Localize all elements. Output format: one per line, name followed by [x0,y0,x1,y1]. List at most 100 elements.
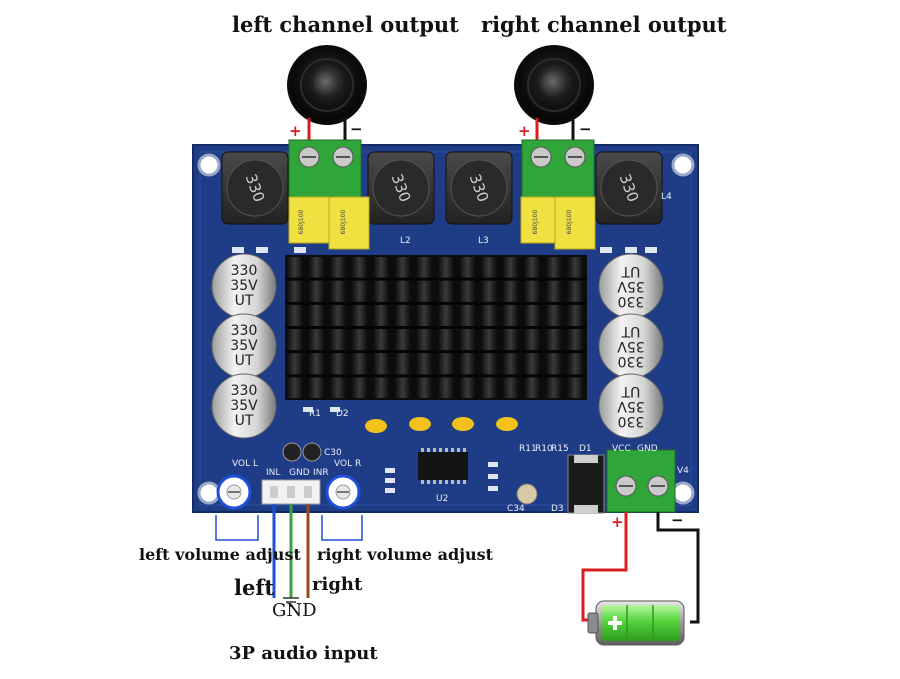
svg-text:680J100: 680J100 [298,209,305,234]
svg-text:330: 330 [231,323,258,339]
mounting-hole [671,481,695,505]
battery-icon [587,600,685,646]
mounting-hole [671,153,695,177]
svg-text:35V: 35V [230,278,258,294]
svg-text:UT: UT [621,383,640,399]
inductor-l2: 330 [367,151,435,225]
svg-text:35V: 35V [230,398,258,414]
right-output-label: right channel output [481,12,727,37]
v4-silkscreen: V4 [677,466,689,476]
svg-text:35V: 35V [617,278,645,294]
vol-l-silkscreen: VOL L [232,459,258,469]
left-output-terminal [288,139,362,201]
inductor-l3: 330 [445,151,513,225]
pcb-board: 330 330 330 330 L2 L3 L4 [192,139,699,514]
film-capacitor: 680J100 [328,196,370,250]
heatsink [285,255,587,400]
svg-text:330: 330 [231,263,258,279]
svg-text:35V: 35V [230,338,258,354]
small-electrolytic [282,442,322,462]
r10-silkscreen: R10 [535,444,553,454]
electrolytic-cap: 330 35V UT [598,313,664,379]
r15-silkscreen: R15 [551,444,569,454]
film-capacitor: 680J100 [288,196,334,244]
left-minus-sign: − [350,120,363,138]
svg-text:35V: 35V [617,398,645,414]
gnd-input-label: GND [272,600,317,621]
power-plus-sign: + [611,513,624,531]
d2-silkscreen: D2 [336,409,349,419]
svg-text:680J100: 680J100 [566,209,573,234]
inductor-l1: 330 [221,151,289,225]
small-cap-c34 [516,483,538,505]
l4-silkscreen: L4 [661,192,672,202]
right-speaker-icon [514,45,594,125]
inl-silkscreen: INL [266,468,280,478]
left-volume-bracket [215,515,259,541]
left-input-label: left [234,575,275,600]
audio-input-label: 3P audio input [229,643,378,664]
right-input-label: right [312,574,363,595]
svg-text:UT: UT [621,263,640,279]
audio-input-header [261,479,321,505]
right-output-terminal [521,139,595,201]
svg-text:UT: UT [235,353,254,369]
power-wires [581,512,700,624]
inr-silkscreen: INR [313,468,329,478]
r11-silkscreen: R11 [519,444,537,454]
inductor-l4: 330 [595,151,663,225]
input-gnd-silkscreen: GND [289,468,310,478]
c34-silkscreen: C34 [507,504,525,514]
electrolytic-cap: 330 35V UT [211,313,277,379]
audio-wires [272,504,310,598]
svg-text:330: 330 [618,293,645,309]
ceramic-cap [452,417,474,431]
gnd-power-silkscreen: GND [637,444,658,454]
mounting-hole [197,153,221,177]
svg-text:UT: UT [621,323,640,339]
electrolytic-cap: 330 35V UT [598,253,664,319]
left-volume-pot[interactable] [216,474,252,510]
u2-silkscreen: U2 [436,494,448,504]
svg-text:330: 330 [231,383,258,399]
right-volume-bracket [321,515,363,541]
power-terminal [606,449,676,513]
diode-d1 [567,454,605,514]
c30-silkscreen: C30 [324,448,342,458]
r1-silkscreen: R1 [309,409,321,419]
ceramic-cap [496,417,518,431]
left-volume-label: left volume adjust [139,545,301,564]
power-minus-sign: − [671,511,684,529]
left-output-label: left channel output [232,12,459,37]
film-capacitor: 680J100 [554,196,596,250]
ceramic-cap [409,417,431,431]
electrolytic-cap: 330 35V UT [598,373,664,439]
right-volume-label: right volume adjust [317,545,494,564]
d1-silkscreen: D1 [579,444,592,454]
l3-silkscreen: L3 [478,236,489,246]
left-speaker-icon [287,45,367,125]
right-volume-pot[interactable] [325,474,361,510]
svg-text:UT: UT [235,413,254,429]
right-minus-sign: − [579,120,592,138]
ceramic-cap [365,419,387,433]
vcc-silkscreen: VCC [612,444,631,454]
svg-text:35V: 35V [617,338,645,354]
svg-text:330: 330 [618,413,645,429]
svg-text:330: 330 [618,353,645,369]
svg-text:680J100: 680J100 [532,209,539,234]
smd-components [232,247,657,493]
film-capacitor: 680J100 [520,196,560,244]
electrolytic-cap: 330 35V UT [211,373,277,439]
ic-u2 [418,448,468,484]
mounting-hole [197,481,221,505]
l2-silkscreen: L2 [400,236,411,246]
left-plus-sign: + [289,122,302,140]
vol-r-silkscreen: VOL R [334,459,361,469]
d3-silkscreen: D3 [551,504,564,514]
electrolytic-cap: 330 35V UT [211,253,277,319]
svg-text:UT: UT [235,293,254,309]
svg-text:680J100: 680J100 [340,209,347,234]
